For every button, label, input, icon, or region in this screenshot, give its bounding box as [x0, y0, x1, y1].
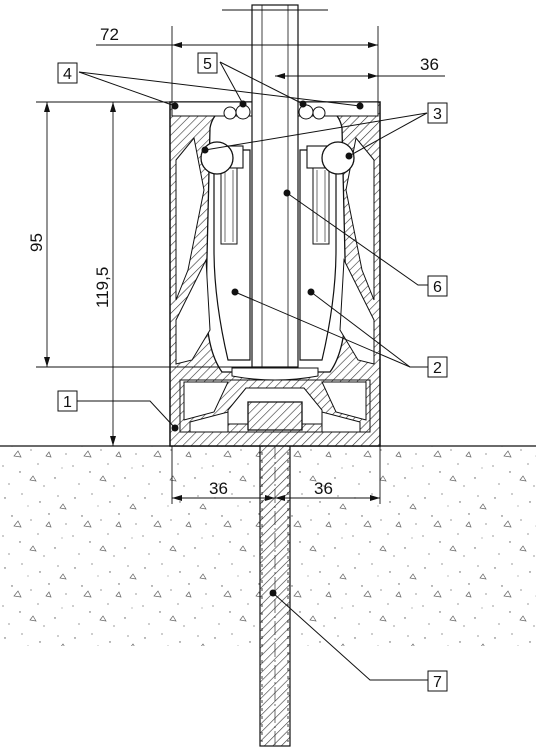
- dim-top-width: 72: [100, 25, 119, 44]
- dim-height-95: 95: [27, 233, 46, 252]
- callout-boxes: [57, 52, 448, 692]
- dim-bottom-right: 36: [314, 479, 333, 498]
- clamp-wedges: [213, 145, 337, 381]
- callout-6: 6: [433, 279, 442, 296]
- dimension-arrows: [44, 42, 380, 501]
- gasket-cords: [200, 104, 355, 175]
- dimension-lines: [36, 26, 445, 504]
- callout-4: 4: [63, 66, 72, 83]
- leader-lines: [77, 61, 428, 681]
- dim-bottom-left: 36: [209, 479, 228, 498]
- glass-panel: [222, 4, 328, 368]
- callout-1: 1: [63, 394, 72, 411]
- callout-7: 7: [433, 674, 442, 691]
- callout-2: 2: [433, 360, 442, 377]
- anchor-rod: [259, 5, 291, 747]
- callout-3: 3: [433, 106, 442, 123]
- dim-top-right: 36: [420, 55, 439, 74]
- callout-5: 5: [203, 56, 212, 73]
- dim-height-119-5: 119,5: [93, 267, 112, 308]
